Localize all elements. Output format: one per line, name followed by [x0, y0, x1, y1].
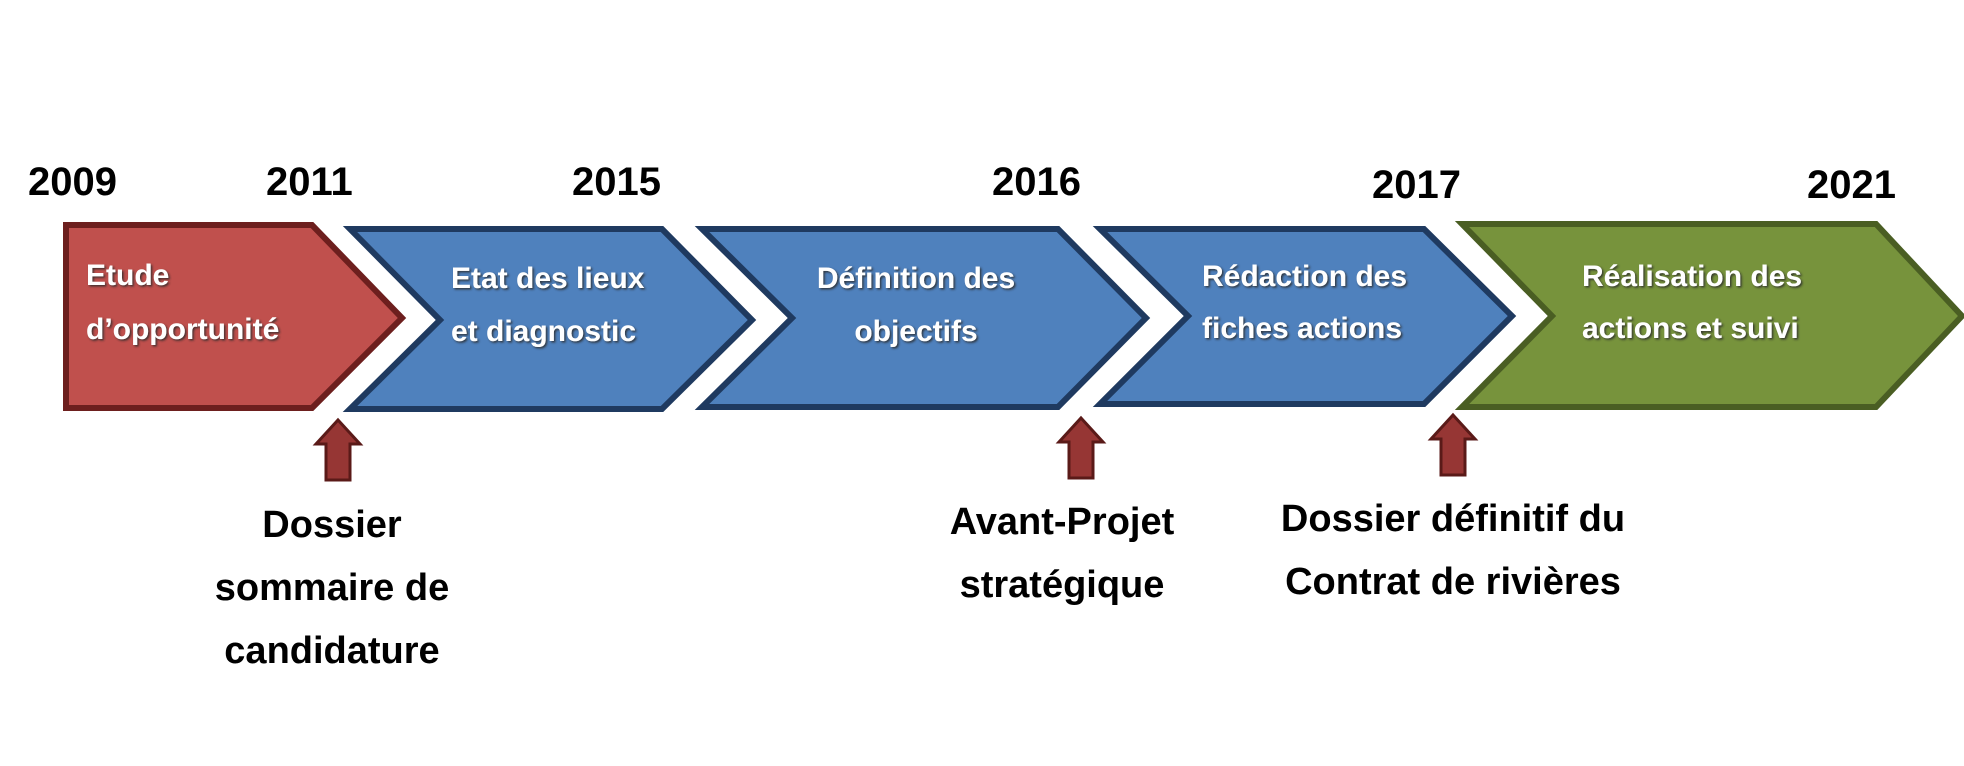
- step-label-line: actions et suivi: [1582, 312, 1799, 345]
- year-label: 2009: [28, 160, 117, 204]
- step-label-line: objectifs: [854, 315, 977, 348]
- milestone-label-line: Dossier définitif du: [1281, 498, 1625, 540]
- year-label: 2021: [1807, 163, 1896, 207]
- step-label-line: Définition des: [817, 262, 1015, 295]
- up-arrow-icon: [312, 417, 364, 482]
- milestone-avant-projet: Avant-Projet stratégique: [950, 501, 1175, 606]
- year-label: 2011: [266, 160, 353, 204]
- milestone-label-line: Contrat de rivières: [1285, 561, 1621, 603]
- step-label-line: Réalisation des: [1582, 260, 1802, 293]
- step-shape: [1092, 226, 1517, 407]
- step-definition-objectifs: Définition des objectifs: [694, 226, 1151, 410]
- step-shape: [342, 226, 757, 412]
- milestone-label-line: stratégique: [960, 564, 1165, 606]
- year-label: 2015: [572, 160, 661, 204]
- step-shape: [694, 226, 1151, 410]
- step-etat-des-lieux: Etat des lieux et diagnostic: [342, 226, 757, 412]
- step-shape: [63, 222, 407, 411]
- step-shape: [1454, 221, 1964, 410]
- milestone-label-line: Dossier: [262, 504, 402, 546]
- step-etude-opportunite: Etude d’opportunité: [63, 222, 407, 411]
- step-redaction-fiches: Rédaction des fiches actions: [1092, 226, 1517, 407]
- year-label: 2017: [1372, 163, 1461, 207]
- milestone-label-line: Avant-Projet: [950, 501, 1175, 543]
- milestone-label-line: candidature: [224, 630, 439, 672]
- step-label-line: Rédaction des: [1202, 260, 1407, 293]
- step-label-line: fiches actions: [1202, 312, 1402, 345]
- milestone-dossier-definitif: Dossier définitif du Contrat de rivières: [1281, 498, 1625, 603]
- up-arrow-icon: [1427, 412, 1479, 477]
- step-label-line: d’opportunité: [86, 313, 279, 346]
- milestone-label-line: sommaire de: [215, 567, 449, 609]
- milestone-dossier-sommaire: Dossier sommaire de candidature: [215, 504, 449, 672]
- step-label-line: Etude: [86, 259, 169, 292]
- step-realisation-suivi: Réalisation des actions et suivi: [1454, 221, 1964, 410]
- up-arrow-icon: [1055, 415, 1107, 480]
- step-label-line: et diagnostic: [451, 315, 636, 348]
- year-label: 2016: [992, 160, 1081, 204]
- step-label-line: Etat des lieux: [451, 262, 645, 295]
